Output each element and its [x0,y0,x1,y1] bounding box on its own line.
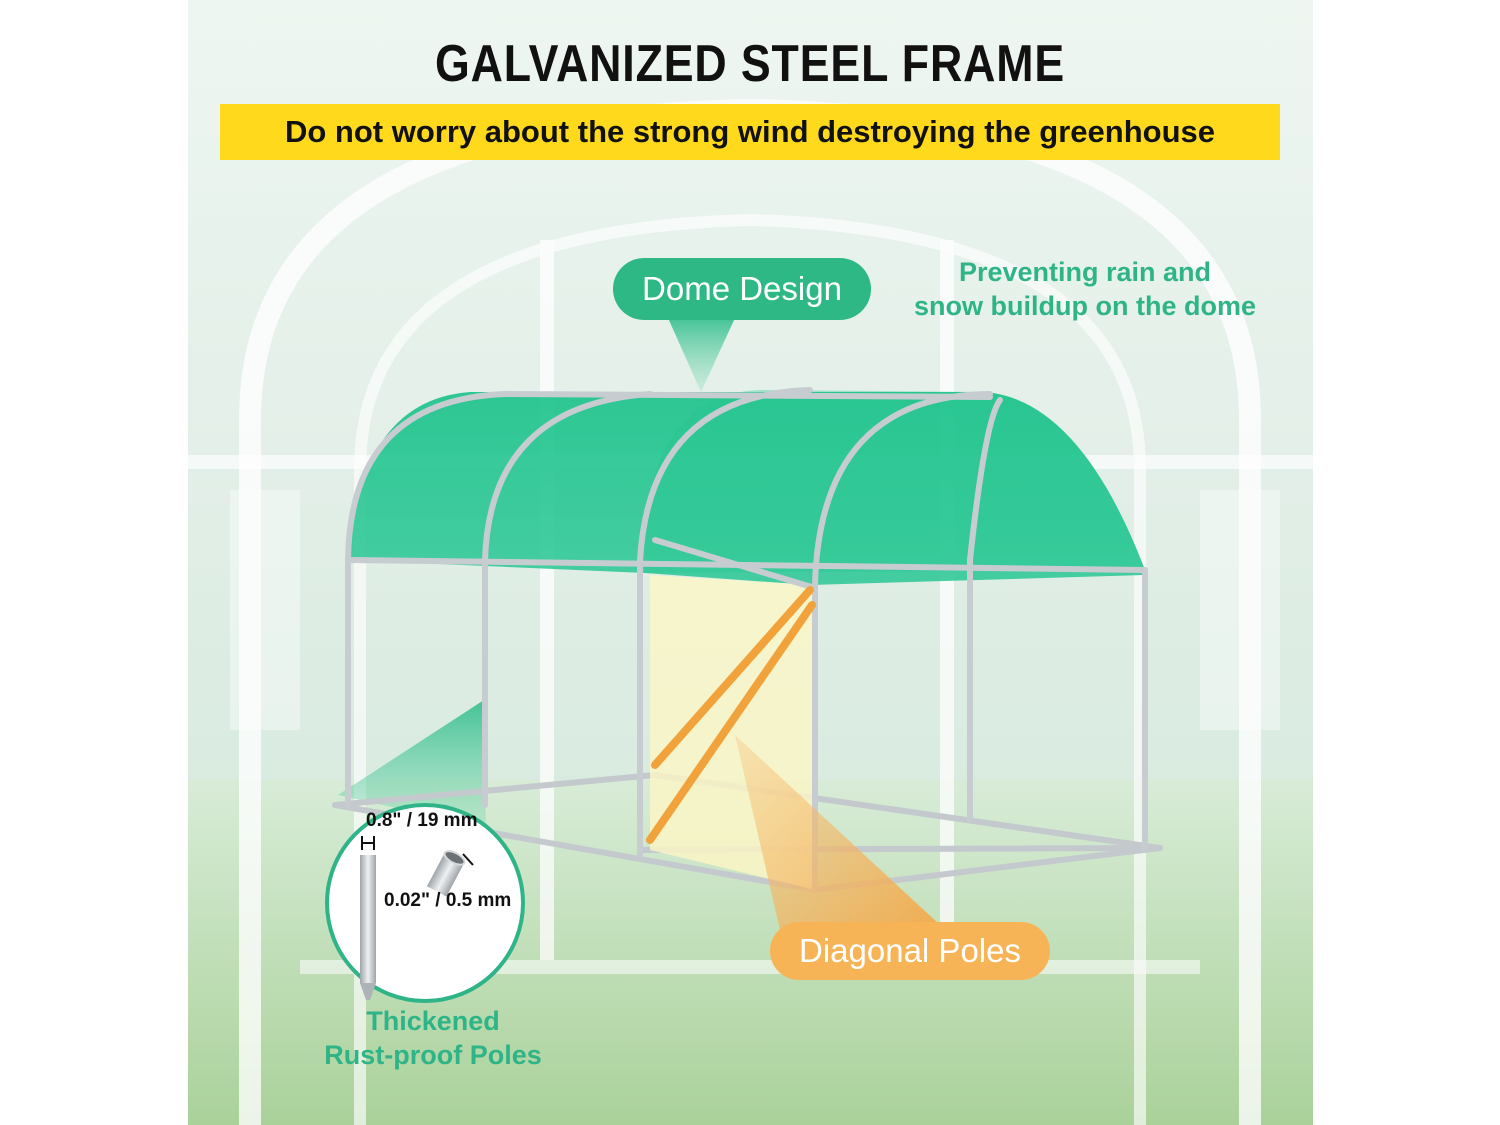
poles-note-line2: Rust-proof Poles [324,1040,542,1070]
dome-design-text: Dome Design [642,270,842,307]
greenhouse-frame [332,387,1163,893]
pole-thickness-label: 0.02" / 0.5 mm [384,890,512,911]
poles-pointer [338,700,486,840]
dome-note-line2: snow buildup on the dome [914,291,1256,321]
dome-pointer [668,318,735,392]
page-title: GALVANIZED STEEL FRAME [434,35,1066,93]
diagonal-poles-text: Diagonal Poles [799,932,1021,969]
dome-design-label: Dome Design [613,258,871,320]
dome-note-line1: Preventing rain and [958,257,1212,287]
poles-note-line1: Thickened [366,1006,500,1036]
diagonal-pointer [735,735,940,930]
pole-detail [325,803,525,1003]
subtitle-banner-text: Do not worry about the strong wind destr… [284,114,1216,149]
pole-diameter-label: 0.8" / 19 mm [366,810,478,831]
dome-note: Preventing rain and snow buildup on the … [880,255,1290,323]
poles-note: Thickened Rust-proof Poles [283,1004,583,1072]
diagonal-poles-label: Diagonal Poles [770,922,1050,980]
subtitle-banner: Do not worry about the strong wind destr… [220,104,1280,160]
